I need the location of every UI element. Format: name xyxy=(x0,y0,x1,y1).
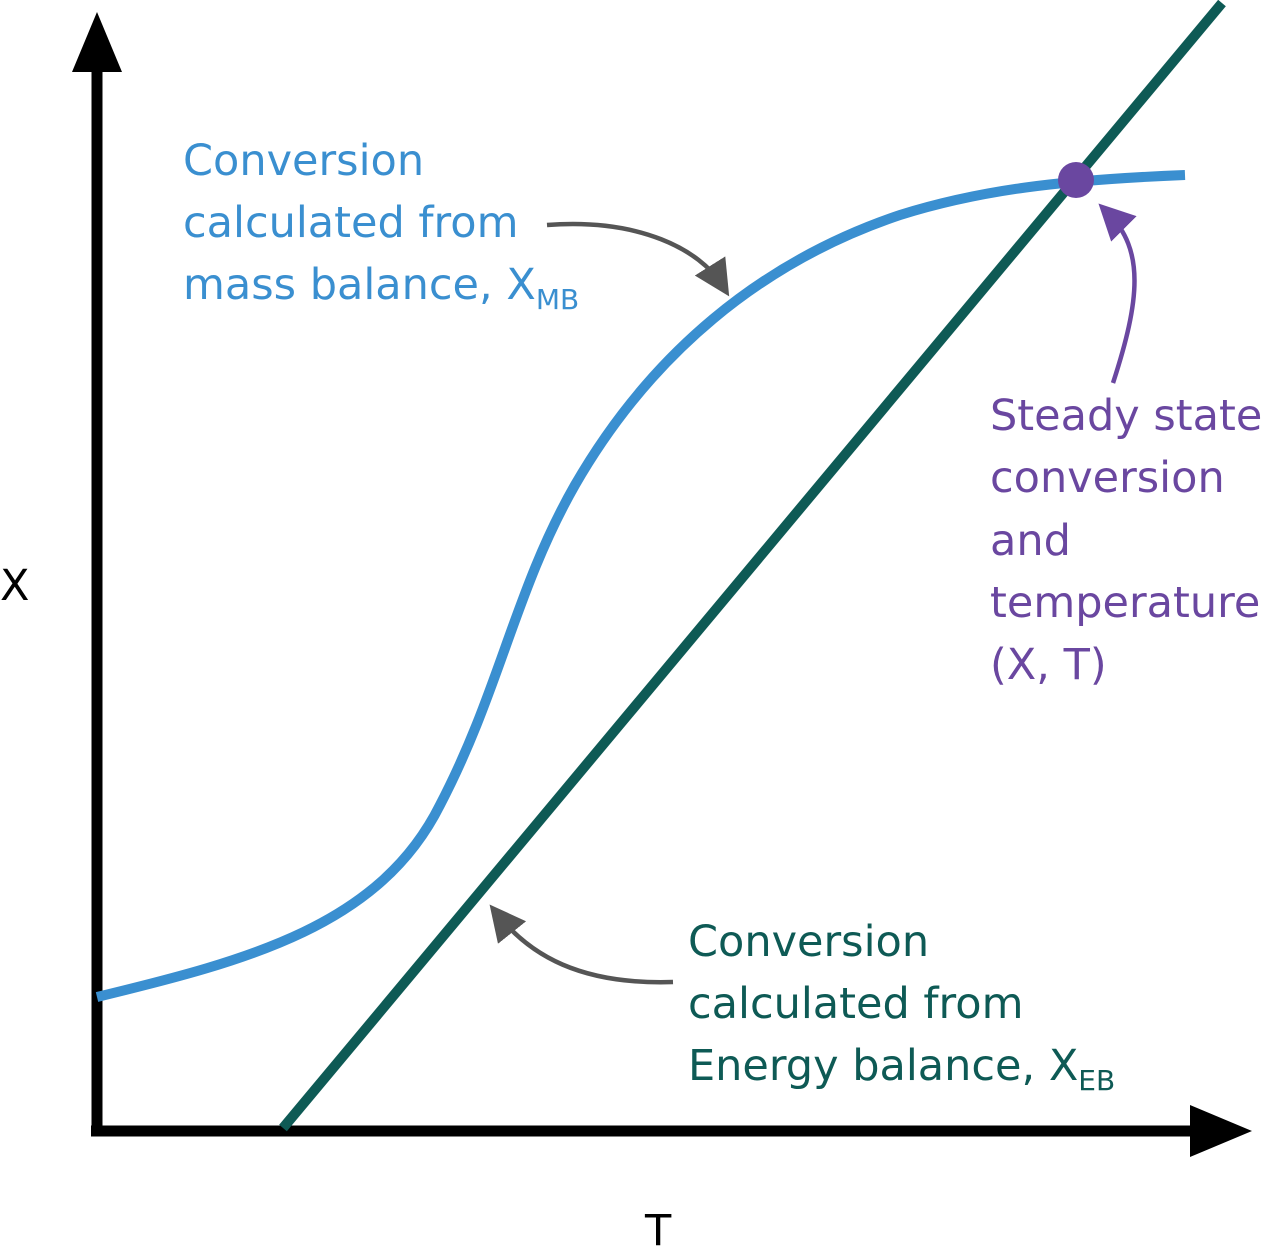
steady-state-label-4: temperature xyxy=(990,578,1260,628)
y-axis-label: X xyxy=(0,561,29,611)
energy-balance-label-1: Conversion xyxy=(688,917,929,967)
mass-balance-label-3-text: mass balance, X xyxy=(183,260,536,310)
steady-state-point xyxy=(1058,162,1094,198)
mass-balance-subscript: MB xyxy=(536,283,579,316)
steady-state-arrow xyxy=(1098,203,1137,384)
x-axis-label: T xyxy=(644,1206,672,1249)
steady-state-label-5: (X, T) xyxy=(990,640,1107,690)
energy-balance-label-3: Energy balance, XEB xyxy=(688,1041,1115,1097)
y-axis-arrowhead xyxy=(72,12,122,72)
steady-state-label-1: Steady state xyxy=(990,391,1262,441)
steady-state-label-2: conversion xyxy=(990,453,1225,503)
mass-balance-label-1: Conversion xyxy=(183,136,424,186)
mass-balance-label-3: mass balance, XMB xyxy=(183,260,579,316)
energy-balance-subscript: EB xyxy=(1078,1064,1115,1097)
x-axis-arrowhead xyxy=(1190,1105,1252,1157)
mass-balance-label-2: calculated from xyxy=(183,198,518,248)
mass-balance-curve xyxy=(95,170,1186,1002)
mass-balance-arrow xyxy=(546,221,730,297)
energy-balance-label-3-text: Energy balance, X xyxy=(688,1041,1078,1091)
energy-balance-arrow xyxy=(489,904,674,985)
steady-state-label-3: and xyxy=(990,516,1071,566)
energy-balance-label-2: calculated from xyxy=(688,979,1023,1029)
